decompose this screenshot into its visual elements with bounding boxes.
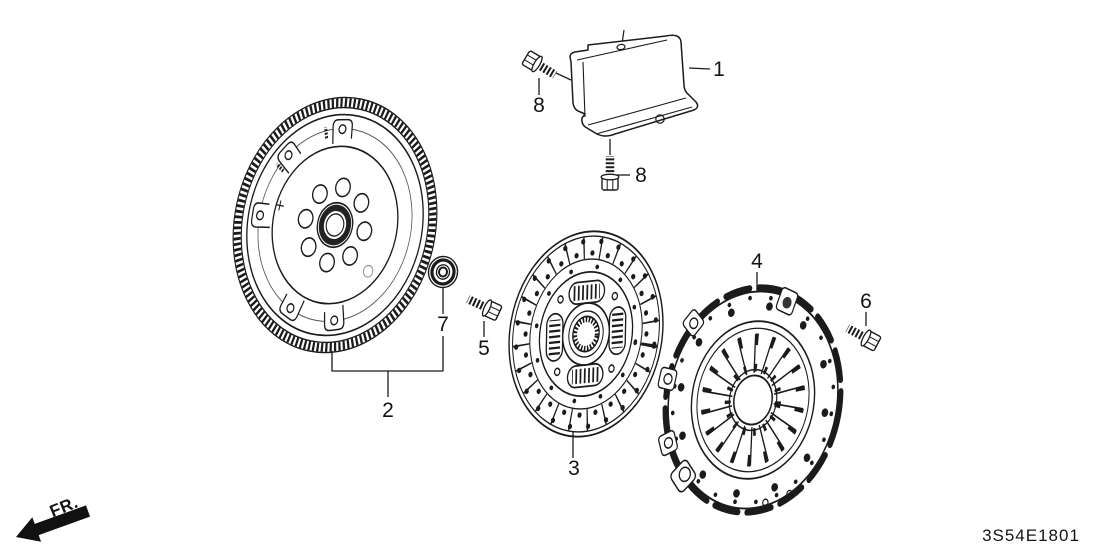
callout-part-6[interactable]: 6 (860, 290, 872, 313)
callout-part-1[interactable]: 1 (713, 58, 725, 81)
callout-part-8-bottom[interactable]: 8 (635, 164, 647, 187)
end-plate-cover (569, 29, 699, 137)
bolt-8-top (521, 50, 559, 83)
flywheel-tab (323, 304, 345, 332)
flywheel-tab (332, 118, 353, 144)
callout-part-4[interactable]: 4 (751, 250, 763, 273)
damper-spring (608, 306, 627, 356)
pilot-bearing (427, 255, 459, 289)
damper-spring (568, 279, 606, 305)
callout-part-7[interactable]: 7 (437, 313, 449, 336)
clutch-pressure-plate (657, 284, 844, 516)
flywheel-tab (279, 293, 305, 322)
damper-spring (545, 312, 564, 362)
bolt-6 (843, 320, 881, 352)
bolt-8-bottom (601, 156, 619, 190)
callout-part-8-top[interactable]: 8 (533, 94, 545, 117)
bolt-5 (464, 291, 502, 321)
callout-part-3[interactable]: 3 (568, 457, 580, 480)
clutch-disc (508, 230, 664, 438)
diagram-code: 3S54E1801 (982, 526, 1080, 545)
front-direction-marker: FR. (16, 493, 90, 542)
flywheel (232, 96, 438, 354)
leader-lines (331, 67, 867, 458)
callout-part-5[interactable]: 5 (478, 337, 490, 360)
damper-spring (566, 363, 604, 389)
front-arrow-icon (16, 505, 90, 542)
callout-part-2[interactable]: 2 (382, 399, 394, 422)
flywheel-tab (250, 202, 270, 229)
flywheel-tab (277, 141, 302, 174)
